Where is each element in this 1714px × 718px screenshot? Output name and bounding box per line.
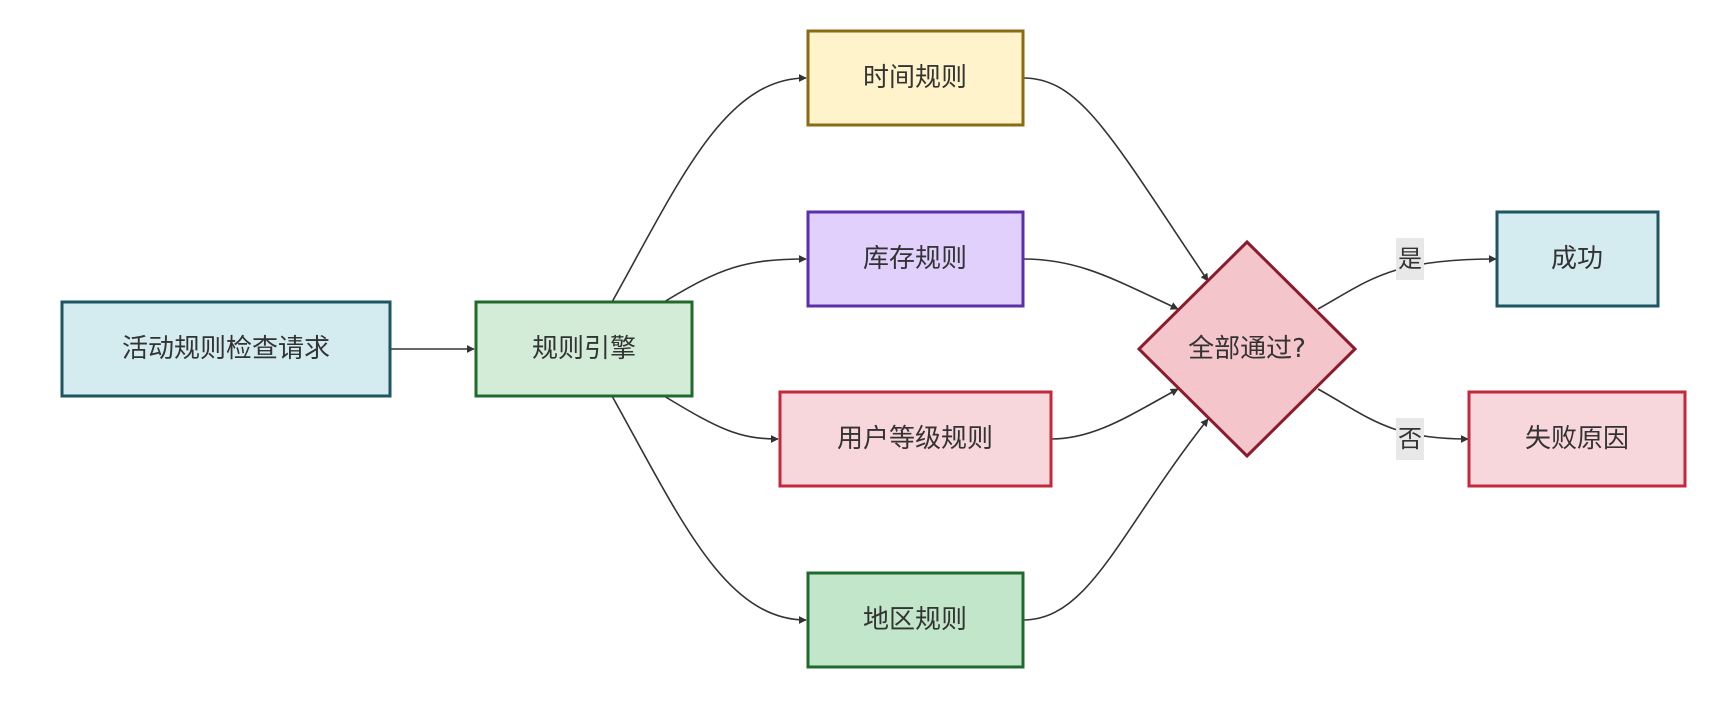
edge-label-yes-bg bbox=[1396, 238, 1424, 280]
edge-engine-to-level-rule bbox=[663, 395, 779, 443]
edge-label-yes-text: 是 bbox=[1398, 245, 1422, 273]
node-failure: 失败原因 bbox=[1467, 390, 1687, 488]
node-success: 成功 bbox=[1495, 210, 1660, 308]
node-region-rule: 地区规则 bbox=[806, 571, 1025, 669]
edge-decision-to-failure bbox=[1317, 388, 1469, 443]
node-success-box bbox=[1495, 210, 1660, 308]
node-request: 活动规则检查请求 bbox=[60, 300, 392, 398]
node-engine-label: 规则引擎 bbox=[532, 334, 636, 364]
node-decision-label: 全部通过? bbox=[1188, 334, 1306, 364]
node-stock-rule-label: 库存规则 bbox=[863, 244, 967, 274]
node-level-rule-box bbox=[778, 390, 1053, 488]
edge-stock-rule-to-decision bbox=[1022, 258, 1179, 310]
node-time-rule-label: 时间规则 bbox=[863, 63, 967, 93]
node-time-rule: 时间规则 bbox=[806, 29, 1025, 127]
node-region-rule-label: 地区规则 bbox=[863, 605, 967, 635]
node-request-label: 活动规则检查请求 bbox=[122, 334, 330, 364]
node-engine-box bbox=[474, 300, 694, 398]
node-failure-box bbox=[1467, 390, 1687, 488]
node-region-rule-box bbox=[806, 571, 1025, 669]
edge-label-no: 否 bbox=[1396, 418, 1424, 460]
node-success-label: 成功 bbox=[1551, 244, 1603, 274]
node-stock-rule: 库存规则 bbox=[806, 210, 1025, 308]
edge-level-rule-to-decision bbox=[1050, 388, 1179, 440]
edge-region-rule-to-decision bbox=[1022, 418, 1209, 621]
edge-engine-to-stock-rule bbox=[663, 255, 807, 303]
edge-time-rule-to-decision bbox=[1022, 77, 1209, 282]
edges bbox=[390, 74, 1497, 624]
node-time-rule-box bbox=[806, 29, 1025, 127]
edge-label-yes: 是 bbox=[1396, 238, 1424, 280]
node-failure-label: 失败原因 bbox=[1525, 424, 1629, 454]
edge-engine-to-region-rule bbox=[611, 395, 807, 624]
node-stock-rule-box bbox=[806, 210, 1025, 308]
edge-engine-to-time-rule bbox=[611, 74, 807, 303]
node-request-box bbox=[60, 300, 392, 398]
node-engine: 规则引擎 bbox=[474, 300, 694, 398]
node-level-rule-label: 用户等级规则 bbox=[837, 424, 993, 454]
edge-label-no-bg bbox=[1396, 418, 1424, 460]
node-decision: 全部通过? bbox=[1136, 239, 1358, 459]
node-level-rule: 用户等级规则 bbox=[778, 390, 1053, 488]
edge-decision-to-success bbox=[1317, 255, 1497, 310]
edge-label-no-text: 否 bbox=[1398, 425, 1422, 453]
node-decision-diamond bbox=[1136, 239, 1358, 459]
